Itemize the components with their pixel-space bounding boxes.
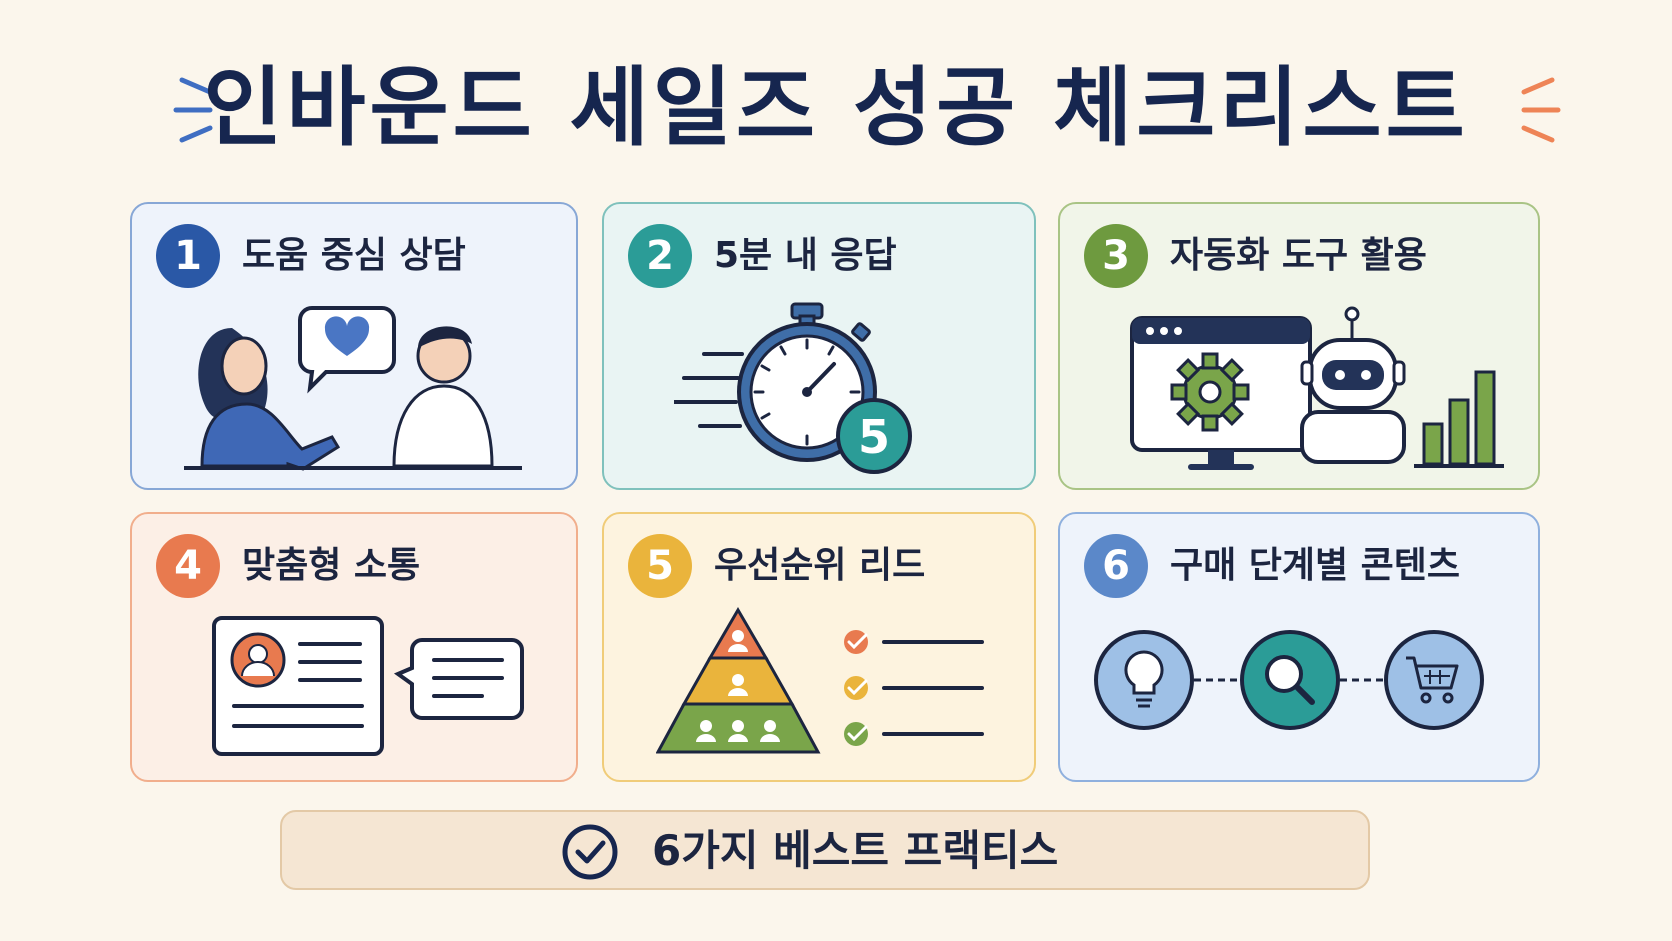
summary-banner: 6가지 베스트 프랙티스: [280, 810, 1370, 890]
automation-icon: [1130, 306, 1504, 470]
card-helpful-consulting: 1 도움 중심 상담: [130, 202, 578, 490]
cart-icon: [1384, 630, 1484, 730]
card-title: 도움 중심 상담: [242, 235, 466, 276]
card-personalized-communication: 4 맞춤형 소통: [130, 512, 578, 782]
pyramid-checklist-icon: [656, 607, 984, 754]
card-title: 자동화 도구 활용: [1170, 235, 1427, 276]
card-automation-tools: 3 자동화 도구 활용: [1058, 202, 1540, 490]
card-title: 5분 내 응답: [714, 235, 897, 276]
card-five-minute-response: 2 5분 내 응답 5: [602, 202, 1036, 490]
card-number: 2: [628, 224, 692, 288]
card-title: 구매 단계별 콘텐츠: [1170, 545, 1461, 586]
card-number: 1: [156, 224, 220, 288]
card-title: 우선순위 리드: [714, 545, 926, 586]
search-icon: [1240, 630, 1340, 730]
conversation-icon: [184, 306, 522, 471]
card-priority-leads: 5 우선순위 리드: [602, 512, 1036, 782]
journey-icon: [1094, 630, 1484, 730]
page-title: 인바운드 세일즈 성공 체크리스트: [203, 58, 1469, 158]
card-number: 3: [1084, 224, 1148, 288]
check-circle-icon: [562, 824, 618, 880]
stopwatch-icon: 5: [674, 302, 912, 474]
lightbulb-icon: [1094, 630, 1194, 730]
card-number: 5: [628, 534, 692, 598]
card-buyer-journey-content: 6 구매 단계별 콘텐츠: [1058, 512, 1540, 782]
card-number: 6: [1084, 534, 1148, 598]
stopwatch-badge: 5: [858, 410, 890, 464]
card-title: 맞춤형 소통: [242, 545, 421, 586]
summary-text: 6가지 베스트 프랙티스: [652, 826, 1059, 875]
card-number: 4: [156, 534, 220, 598]
burst-left-icon: [173, 77, 213, 143]
profile-message-icon: [212, 616, 524, 756]
burst-right-icon: [1521, 77, 1561, 143]
